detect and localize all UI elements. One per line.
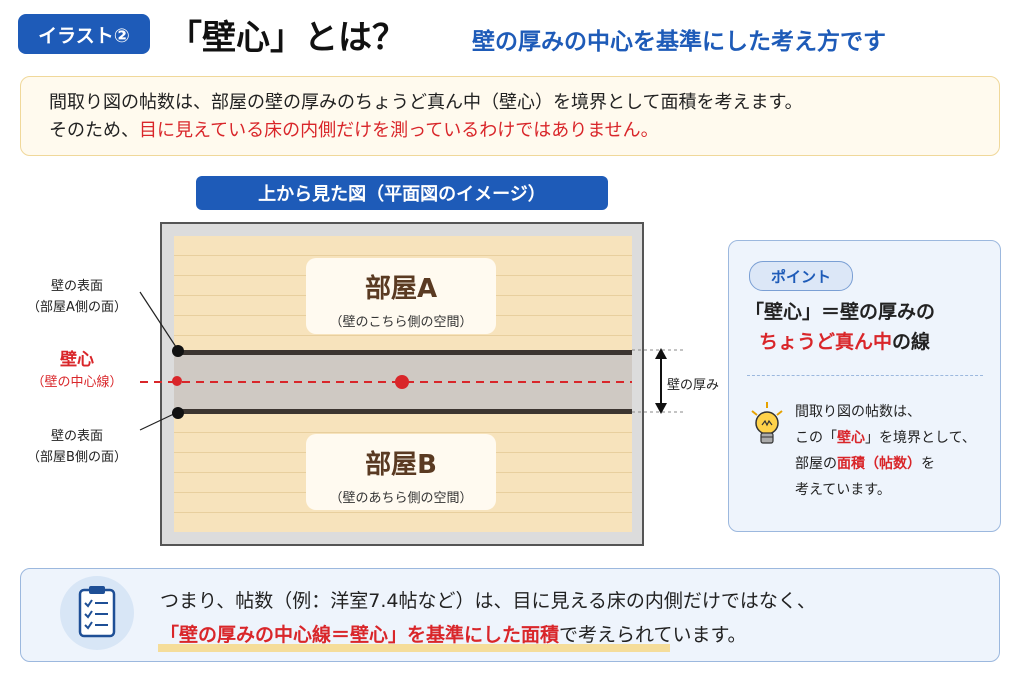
lightbulb-icon — [751, 402, 783, 444]
point-heading-line-2: ちょうど真ん中の線 — [745, 327, 935, 357]
point-note-line-3-prefix: 部屋の — [795, 456, 837, 472]
point-note-line-2-emphasis: 壁心 — [837, 430, 865, 446]
wall-surface-a-line — [174, 350, 632, 355]
summary-highlight — [158, 644, 670, 652]
surface-a-point — [172, 345, 184, 357]
point-note: 間取り図の帖数は、 この「壁心」を境界として、 部屋の面積（帖数）を 考えていま… — [795, 399, 976, 503]
room-a-name: 部屋A — [364, 274, 438, 304]
label-top-surface-title: 壁の表面 — [50, 279, 103, 294]
label-bottom-surface: 壁の表面 （部屋B側の面） — [16, 426, 138, 468]
point-panel: ポイント 「壁心」＝壁の厚みの ちょうど真ん中の線 間取り図の帖数は、 この「壁… — [728, 240, 1001, 532]
point-heading: 「壁心」＝壁の厚みの ちょうど真ん中の線 — [745, 297, 935, 357]
intro-box: 間取り図の帖数は、部屋の壁の厚みのちょうど真ん中（壁心）を境界として面積を考えま… — [20, 76, 1000, 156]
room-b-card: 部屋B （壁のあちら側の空間） — [306, 434, 496, 510]
summary-line-1: つまり、帖数（例：洋室7.4帖など）は、目に見える床の内側だけではなく、 — [160, 590, 816, 612]
summary-line-2-suffix: で考えられています。 — [559, 624, 747, 646]
section-title: 上から見た図（平面図のイメージ） — [196, 176, 608, 210]
label-wall-center-title: 壁心 — [60, 350, 94, 370]
wall-thickness-label: 壁の厚み — [667, 378, 720, 393]
wall-surface-b-line — [174, 409, 632, 414]
point-note-line-3-emphasis: 面積（帖数） — [837, 456, 921, 472]
point-note-line-3: 部屋の面積（帖数）を — [795, 451, 976, 477]
label-top-surface: 壁の表面 （部屋A側の面） — [16, 276, 138, 318]
point-note-line-4: 考えています。 — [795, 482, 891, 498]
point-divider — [747, 375, 983, 376]
thickness-arrow-down — [655, 403, 667, 414]
label-wall-center-desc: （壁の中心線） — [31, 375, 123, 390]
leader-bottom-surface — [139, 411, 179, 431]
point-note-line-3-suffix: を — [921, 456, 935, 472]
point-note-line-1: 間取り図の帖数は、 — [795, 404, 921, 420]
label-top-surface-desc: （部屋A側の面） — [27, 300, 127, 315]
page-subtitle: 壁の厚みの中心を基準にした考え方です — [472, 29, 886, 55]
center-point-mid — [395, 375, 409, 389]
page-title: 「壁心」とは？ — [168, 18, 406, 58]
center-point-left — [172, 376, 182, 386]
summary-emphasis: 「壁の厚みの中心線＝壁心」を基準にした面積 — [160, 624, 560, 646]
room-a-desc: （壁のこちら側の空間） — [329, 315, 473, 330]
clipboard-icon-bg — [60, 576, 134, 650]
clipboard-checklist-icon — [78, 586, 116, 638]
point-heading-suffix: の線 — [892, 331, 931, 353]
label-wall-center: 壁心 （壁の中心線） — [16, 348, 138, 393]
summary-line-2: 「壁の厚みの中心線＝壁心」を基準にした面積で考えられています。 — [160, 620, 747, 647]
room-a-card: 部屋A （壁のこちら側の空間） — [306, 258, 496, 334]
room-b-name: 部屋B — [365, 450, 437, 480]
point-badge: ポイント — [749, 261, 853, 291]
leader-top-surface — [139, 291, 179, 351]
point-note-line-2-prefix: この「 — [795, 430, 837, 446]
intro-line-2-prefix: そのため、 — [49, 120, 139, 141]
label-bottom-surface-title: 壁の表面 — [50, 429, 103, 444]
thickness-arrow-up — [655, 348, 667, 359]
point-note-line-2-suffix: 」を境界として、 — [865, 430, 976, 446]
label-bottom-surface-desc: （部屋B側の面） — [27, 450, 127, 465]
intro-line-1: 間取り図の帖数は、部屋の壁の厚みのちょうど真ん中（壁心）を境界として面積を考えま… — [49, 92, 803, 113]
point-heading-emphasis: ちょうど真ん中 — [759, 331, 893, 353]
illustration-badge: イラスト② — [18, 14, 150, 54]
room-b-desc: （壁のあちら側の空間） — [329, 491, 473, 506]
intro-line-2: そのため、目に見えている床の内側だけを測っているわけではありません。 — [49, 117, 971, 145]
intro-line-2-emphasis: 目に見えている床の内側だけを測っているわけではありません。 — [139, 120, 659, 141]
point-heading-line-1: 「壁心」＝壁の厚みの — [745, 301, 936, 323]
point-note-line-2: この「壁心」を境界として、 — [795, 425, 976, 451]
surface-b-point — [172, 407, 184, 419]
